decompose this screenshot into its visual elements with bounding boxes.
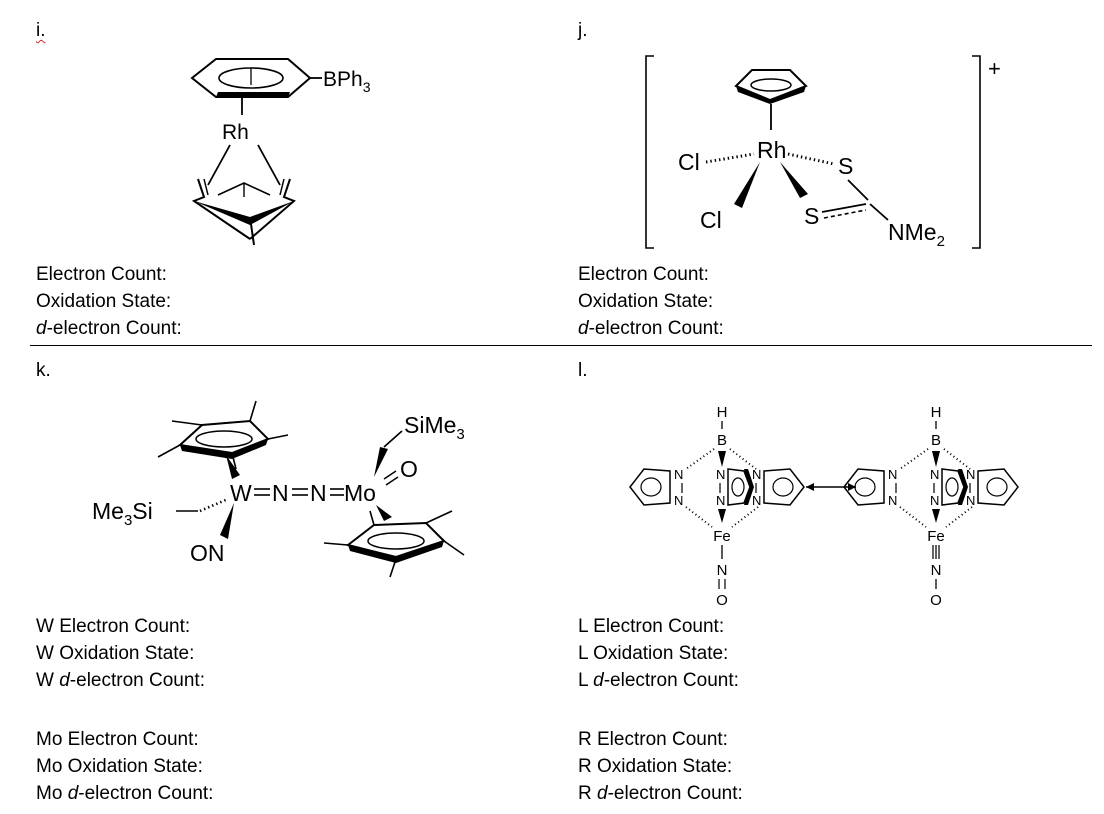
charge-label: + [988, 56, 1001, 81]
oxidation-state-j: Oxidation State: [578, 291, 714, 312]
problem-l-label: l. [578, 360, 588, 381]
svg-text:N: N [717, 562, 728, 579]
svg-text:N: N [674, 467, 683, 482]
svg-text:N: N [752, 467, 761, 482]
resonance-left: H B N N N N N N Fe N O [629, 404, 805, 609]
cp-ring [734, 69, 808, 102]
svg-text:N: N [716, 467, 725, 482]
mo-oxidation-state: Mo Oxidation State: [36, 756, 203, 777]
svg-text:N: N [752, 493, 761, 508]
nme2-label: NMe2 [888, 219, 945, 250]
svg-text:N: N [931, 562, 942, 579]
problem-k-label: k. [36, 360, 51, 381]
right-bracket [972, 55, 981, 249]
questions-i: Electron Count: Oxidation State: d-elect… [36, 261, 182, 342]
me3si-label: Me3Si [92, 498, 153, 529]
svg-text:N: N [888, 493, 897, 508]
svg-text:N: N [966, 467, 975, 482]
s-label-1: S [838, 153, 853, 179]
svg-text:N: N [716, 493, 725, 508]
cl-label-1: Cl [678, 149, 700, 175]
cl-label-2: Cl [700, 207, 722, 233]
h-label-left: H [717, 404, 728, 421]
r-oxidation-state: R Oxidation State: [578, 756, 733, 777]
svg-text:N: N [674, 493, 683, 508]
o-label-mo: O [400, 456, 418, 482]
n-label-1: N [272, 480, 289, 506]
bph3-label: BPh3 [323, 68, 371, 95]
cp-star-top [177, 419, 270, 455]
oxidation-state-i: Oxidation State: [36, 291, 172, 312]
problem-j-label: j. [578, 20, 588, 41]
questions-j: Electron Count: Oxidation State: d-elect… [578, 261, 724, 342]
w-d-electron-count: W d-electron Count: [36, 670, 205, 691]
structure-l: H B N N N N N N Fe N O [629, 404, 1019, 609]
rh-label-i: Rh [222, 121, 249, 144]
r-electron-count: R Electron Count: [578, 729, 728, 750]
on-label: ON [190, 540, 225, 566]
questions-l: L Electron Count: L Oxidation State: L d… [578, 613, 739, 694]
l-oxidation-state: L Oxidation State: [578, 643, 729, 664]
w-label: W [230, 480, 252, 506]
d-electron-count-j: d-electron Count: [578, 318, 724, 339]
svg-text:N: N [930, 467, 939, 482]
mo-d-electron-count: Mo d-electron Count: [36, 783, 214, 804]
svg-text:N: N [888, 467, 897, 482]
structure-i: BPh3 Rh [190, 58, 371, 246]
mo-label: Mo [344, 480, 376, 506]
resonance-right: H B N N N N N N Fe N O [843, 404, 1019, 609]
b-label-right: B [931, 432, 941, 449]
fe-label-right: Fe [927, 528, 945, 545]
l-d-electron-count: L d-electron Count: [578, 670, 739, 691]
electron-count-j: Electron Count: [578, 264, 709, 285]
arene-front-edge [216, 92, 290, 97]
mo-electron-count: Mo Electron Count: [36, 729, 199, 750]
structure-j: + Rh Cl S Cl S NMe2 [645, 55, 1001, 250]
svg-text:O: O [716, 592, 728, 609]
d-electron-count-i: d-electron Count: [36, 318, 182, 339]
fe-label-left: Fe [713, 528, 731, 545]
questions-mo: Mo Electron Count: Mo Oxidation State: M… [36, 726, 213, 807]
svg-text:N: N [930, 493, 939, 508]
section-divider [30, 345, 1092, 346]
problem-i-label: i. [36, 20, 46, 41]
left-bracket [645, 55, 654, 249]
structure-k: W Me3Si ON N N Mo SiMe3 O [92, 400, 465, 578]
electron-count-i: Electron Count: [36, 264, 167, 285]
svg-text:O: O [930, 592, 942, 609]
rh-label-j: Rh [757, 137, 786, 163]
h-label-right: H [931, 404, 942, 421]
w-oxidation-state: W Oxidation State: [36, 643, 195, 664]
questions-r: R Electron Count: R Oxidation State: R d… [578, 726, 743, 807]
r-d-electron-count: R d-electron Count: [578, 783, 743, 804]
questions-w: W Electron Count: W Oxidation State: W d… [36, 613, 205, 694]
w-electron-count: W Electron Count: [36, 616, 191, 637]
n-label-2: N [310, 480, 327, 506]
s-label-2: S [804, 203, 819, 229]
b-label-left: B [717, 432, 727, 449]
svg-text:N: N [966, 493, 975, 508]
l-electron-count: L Electron Count: [578, 616, 725, 637]
sime3-label: SiMe3 [404, 412, 465, 443]
